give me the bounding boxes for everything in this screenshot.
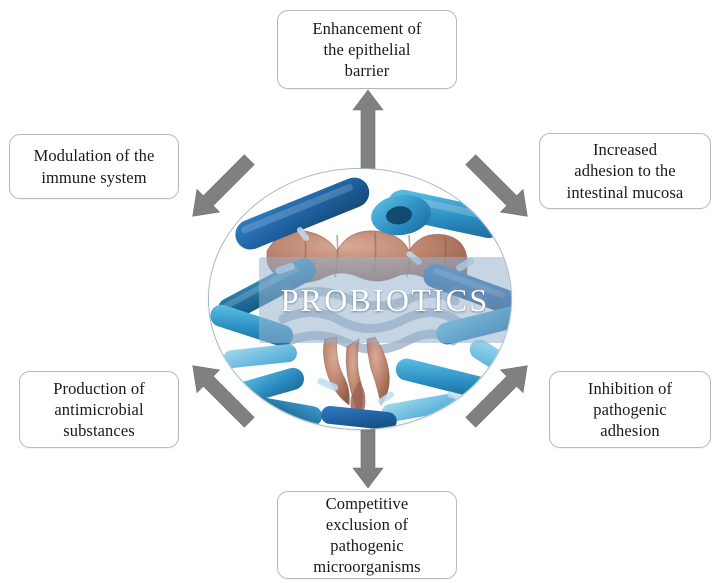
- node-production-antimicrobial-substances[interactable]: Production of antimicrobial substances: [19, 371, 179, 448]
- node-line: Increased: [592, 140, 658, 160]
- node-line: Modulation of the: [33, 146, 155, 166]
- node-line: barrier: [344, 61, 390, 81]
- arrow-up-right-icon: [458, 152, 540, 224]
- node-line: the epithelial: [323, 39, 411, 59]
- node-line: pathogenic: [330, 536, 404, 555]
- node-line: Competitive: [325, 493, 409, 513]
- node-line: exclusion of: [325, 514, 409, 534]
- arrow-up-left-icon: [180, 152, 262, 224]
- node-line: Enhancement of: [312, 18, 422, 38]
- arrow-down-left-icon: [180, 358, 262, 430]
- node-enhancement-epithelial-barrier[interactable]: Enhancement of the epithelial barrier: [277, 10, 457, 89]
- node-line: microorganisms: [313, 557, 421, 577]
- arrow-up-icon: [352, 89, 384, 176]
- node-line: Production of: [53, 378, 145, 398]
- node-line: substances: [63, 421, 135, 441]
- node-line: Inhibition of: [587, 378, 673, 398]
- center-node: PROBIOTICS: [208, 168, 512, 430]
- arrow-down-icon: [352, 425, 384, 489]
- node-inhibition-pathogenic-adhesion[interactable]: Inhibition of pathogenic adhesion: [549, 371, 711, 448]
- node-line: antimicrobial: [54, 399, 144, 419]
- node-modulation-immune-system[interactable]: Modulation of the immune system: [9, 134, 179, 199]
- arrow-down-right-icon: [458, 358, 540, 430]
- node-line: intestinal mucosa: [566, 182, 684, 202]
- node-line: adhesion: [600, 421, 660, 441]
- node-line: immune system: [41, 167, 147, 187]
- node-line: adhesion to the: [574, 161, 676, 181]
- node-increased-adhesion-intestinal-mucosa[interactable]: Increased adhesion to the intestinal muc…: [539, 133, 711, 209]
- probiotics-illustration: PROBIOTICS: [208, 168, 512, 430]
- node-competitive-exclusion-pathogenic-microorganisms[interactable]: Competitive exclusion of pathogenic micr…: [277, 491, 457, 579]
- node-line: pathogenic: [593, 399, 667, 419]
